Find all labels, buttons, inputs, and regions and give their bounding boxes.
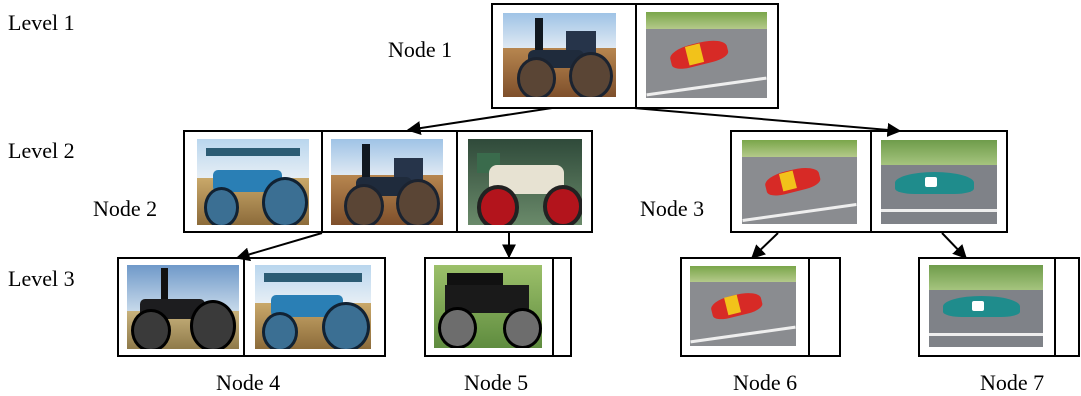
- node-4-blue-engine-photo: [255, 265, 371, 349]
- node-1-farm-engine-photo: [503, 13, 616, 97]
- node-6-red-race-car-photo: [690, 266, 796, 346]
- node-2-farm-engine-photo: [331, 139, 443, 225]
- node-1-divider: [635, 5, 637, 107]
- node-4-label: Node 4: [216, 370, 281, 395]
- node-5-divider: [552, 259, 554, 355]
- level-3-label: Level 3: [8, 266, 75, 291]
- node-3-label: Node 3: [640, 196, 705, 221]
- node-3-red-race-car-photo: [742, 140, 857, 224]
- level-1-label: Level 1: [8, 10, 75, 35]
- arrow-node3-to-node7: [941, 232, 967, 260]
- node-4-dark-engine-photo: [127, 265, 239, 349]
- node-6-divider: [808, 259, 810, 355]
- level-2-label: Level 2: [8, 138, 75, 163]
- node-4-divider: [243, 259, 245, 355]
- arrow-node1-to-node3: [633, 107, 902, 137]
- node-2-label: Node 2: [93, 196, 158, 221]
- arrow-node1-to-node2: [406, 107, 553, 136]
- node-2-divider-2: [456, 132, 458, 231]
- node-2-divider-1: [321, 132, 323, 231]
- node-1-red-race-car-photo: [646, 12, 767, 98]
- node-3-divider: [870, 132, 872, 231]
- arrow-node2-to-node4: [235, 232, 323, 262]
- node-6-label: Node 6: [733, 370, 798, 395]
- node-2-vintage-car-photo: [468, 139, 582, 225]
- node-1-label: Node 1: [388, 37, 453, 62]
- node-2-blue-engine-photo: [197, 139, 309, 225]
- node-5-black-vintage-car-photo: [434, 265, 542, 348]
- node-7-label: Node 7: [980, 370, 1045, 395]
- node-3-teal-coupe-photo: [881, 140, 997, 224]
- node-7-divider: [1054, 259, 1056, 355]
- arrow-node3-to-node6: [750, 232, 779, 259]
- node-5-label: Node 5: [464, 370, 529, 395]
- node-7-teal-coupe-photo: [929, 265, 1043, 347]
